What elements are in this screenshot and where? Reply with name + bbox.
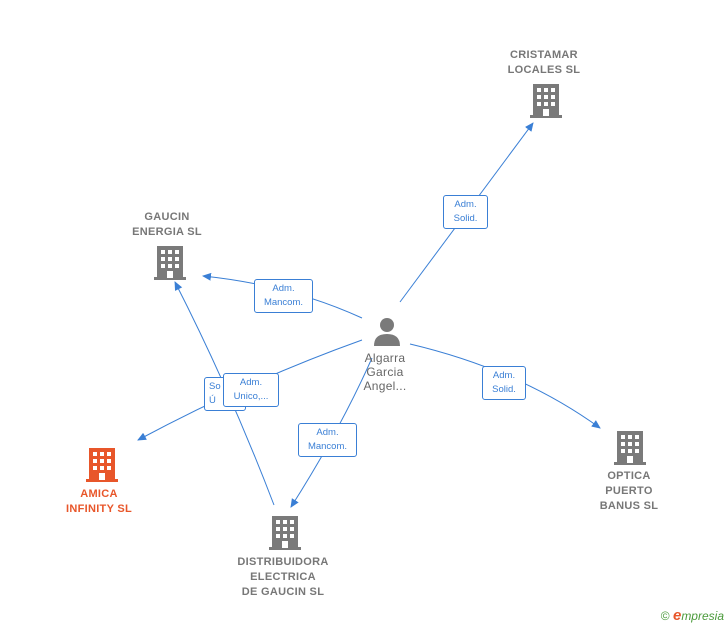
label-line: AMICA bbox=[80, 488, 118, 500]
role-badge-gaucin-energia[interactable]: Adm. Mancom. bbox=[254, 279, 313, 313]
node-label-amica: AMICA INFINITY SL bbox=[49, 487, 149, 517]
building-icon[interactable] bbox=[86, 448, 118, 482]
brand-logo-letter: e bbox=[672, 607, 682, 624]
label-line: OPTICA bbox=[607, 470, 651, 482]
label-line: LOCALES SL bbox=[507, 64, 581, 76]
role-line: Adm. bbox=[492, 370, 516, 381]
role-badge-amica-front[interactable]: Adm. Unico,... bbox=[223, 373, 279, 407]
person-icon[interactable] bbox=[372, 316, 402, 346]
label-line: ELECTRICA bbox=[250, 571, 316, 583]
node-label-optica: OPTICA PUERTO BANUS SL bbox=[579, 469, 679, 514]
role-line: Adm. bbox=[454, 199, 477, 210]
role-line: Unico,... bbox=[233, 391, 269, 402]
brand-footer: © empresia bbox=[661, 607, 724, 624]
node-label-cristamar: CRISTAMAR LOCALES SL bbox=[494, 48, 594, 78]
building-icon[interactable] bbox=[614, 431, 646, 465]
brand-name: mpresia bbox=[681, 609, 724, 623]
label-line: GAUCIN bbox=[144, 211, 190, 223]
label-line: Garcia bbox=[366, 365, 404, 379]
role-line: Adm. bbox=[316, 427, 339, 438]
role-line: Adm. bbox=[272, 283, 295, 294]
node-label-gaucin-energia: GAUCIN ENERGIA SL bbox=[117, 210, 217, 240]
label-line: CRISTAMAR bbox=[510, 49, 578, 61]
role-badge-optica[interactable]: Adm. Solid. bbox=[482, 366, 526, 400]
building-icon[interactable] bbox=[154, 246, 186, 280]
node-label-distribuidora: DISTRIBUIDORA ELECTRICA DE GAUCIN SL bbox=[223, 555, 343, 600]
role-badge-distribuidora[interactable]: Adm. Mancom. bbox=[298, 423, 357, 457]
role-line: Solid. bbox=[492, 384, 516, 395]
role-line: So bbox=[209, 381, 221, 392]
label-line: DISTRIBUIDORA bbox=[237, 556, 329, 568]
label-line: BANUS SL bbox=[599, 500, 659, 512]
building-icon[interactable] bbox=[269, 516, 301, 550]
label-line: DE GAUCIN SL bbox=[241, 586, 325, 598]
label-line: Angel... bbox=[363, 379, 407, 393]
role-line: Solid. bbox=[453, 213, 478, 224]
building-icon[interactable] bbox=[530, 84, 562, 118]
role-line: Mancom. bbox=[307, 441, 348, 452]
role-line: Mancom. bbox=[263, 297, 304, 308]
role-line: Adm. bbox=[239, 377, 263, 388]
label-line: INFINITY SL bbox=[65, 503, 133, 515]
label-line: ENERGIA SL bbox=[132, 226, 202, 238]
role-line: Ú bbox=[209, 395, 216, 406]
copyright-icon: © bbox=[660, 609, 670, 623]
label-line: Algarra bbox=[364, 351, 406, 365]
node-label-person: Algarra Garcia Angel... bbox=[345, 351, 425, 393]
role-badge-cristamar[interactable]: Adm. Solid. bbox=[443, 195, 488, 229]
label-line: PUERTO bbox=[605, 485, 653, 497]
